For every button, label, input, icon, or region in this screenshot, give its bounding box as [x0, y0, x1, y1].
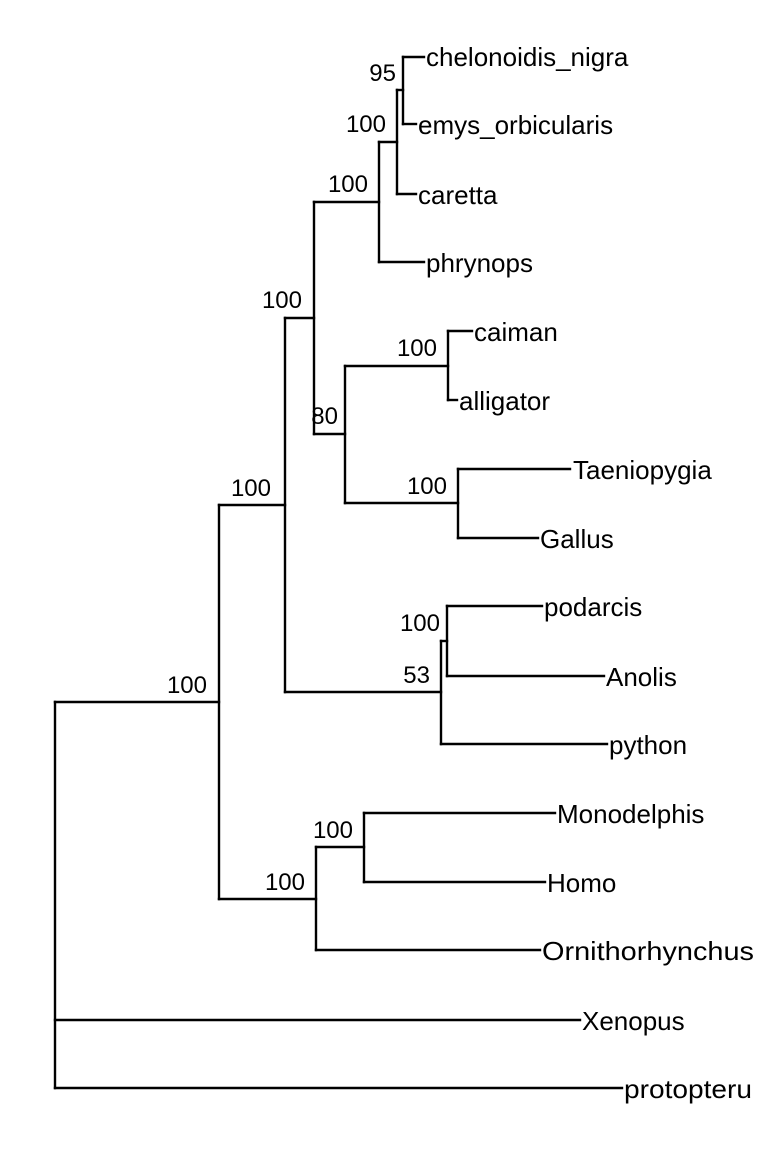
support-label-turtles: 100 [328, 171, 368, 198]
tip-label-ornithorhynchus: Ornithorhynchus [542, 936, 754, 966]
support-label-mammalia: 100 [265, 869, 305, 896]
support-label-archelosauria: 100 [262, 287, 302, 314]
tip-label-monodelphis: Monodelphis [557, 799, 704, 829]
support-label-squamata: 53 [403, 662, 430, 689]
tip-label-chelonoidis-nigra: chelonoidis_nigra [426, 42, 629, 72]
tip-label-anolis: Anolis [606, 662, 677, 692]
tip-label-alligator: alligator [459, 386, 550, 416]
support-label-sauropsida: 100 [231, 475, 271, 502]
tree-branches [53, 55, 624, 1090]
tip-label-taeniopygia: Taeniopygia [573, 455, 712, 485]
tip-label-caiman: caiman [474, 317, 558, 347]
tip-label-podarcis: podarcis [544, 592, 642, 622]
tip-label-xenopus: Xenopus [582, 1006, 685, 1036]
support-label-cryptodira: 100 [346, 111, 386, 138]
tip-labels: chelonoidis_nigra emys_orbicularis caret… [418, 42, 754, 1104]
support-label-crocodylia: 100 [397, 335, 437, 362]
support-label-testudinoidea: 95 [369, 60, 396, 87]
support-label-theria: 100 [313, 817, 353, 844]
support-label-aves: 100 [407, 473, 447, 500]
tip-label-phrynops: phrynops [426, 248, 533, 278]
tip-label-protopteru: protopteru [624, 1074, 752, 1104]
support-label-archosauria: 80 [311, 403, 338, 430]
tip-label-gallus: Gallus [540, 524, 614, 554]
tip-label-homo: Homo [547, 868, 616, 898]
tip-label-caretta: caretta [418, 180, 498, 210]
tip-label-emys-orbicularis: emys_orbicularis [418, 110, 613, 140]
tip-label-python: python [609, 730, 687, 760]
support-labels: 95 100 100 100 100 80 100 100 53 100 100… [167, 60, 447, 896]
support-label-amniota: 100 [167, 672, 207, 699]
support-label-lacertids: 100 [400, 610, 440, 637]
